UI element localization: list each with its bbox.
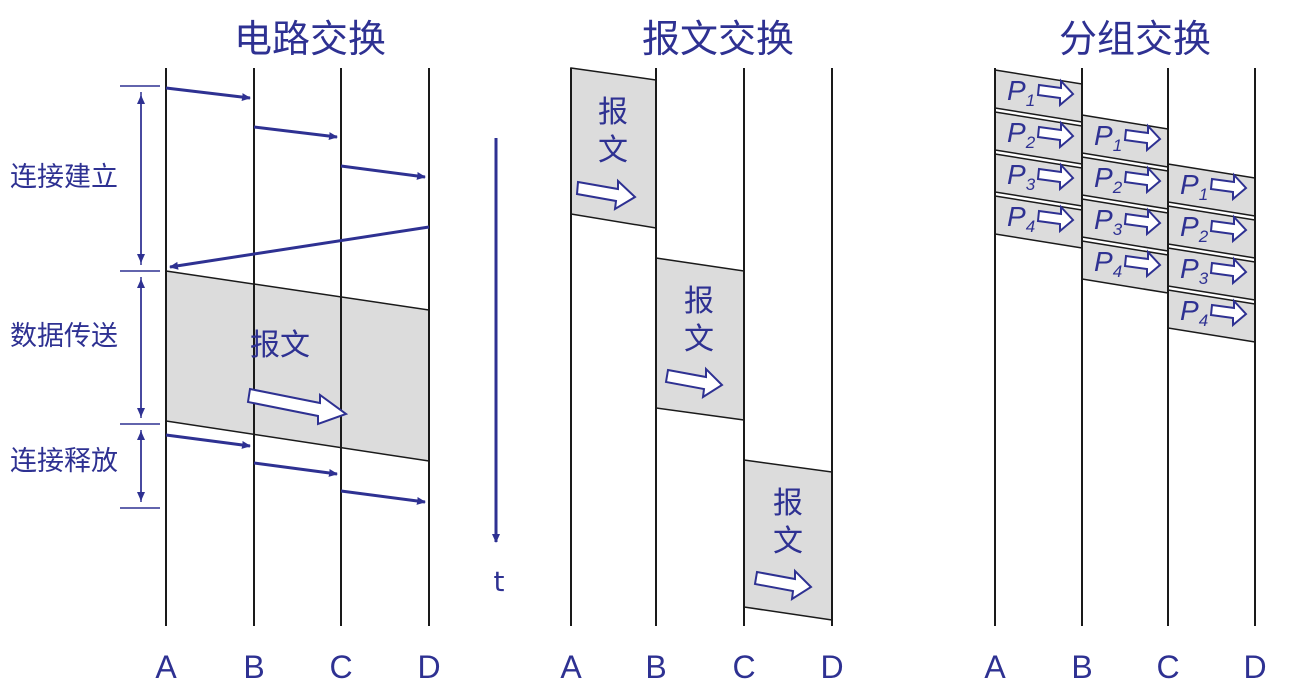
message-block-c-bottom: 文 [773,524,803,559]
packet-arrow-icon [1123,207,1162,237]
packet-arrow-icon [1036,204,1075,234]
packet-arrow-icon [1209,172,1248,202]
packet-block: P4 [1081,240,1169,294]
circuit-message-block [165,270,430,462]
message-title: 报文交换 [642,17,794,61]
packet-node-c: C [1156,649,1179,685]
message-panel: 报 文 报 文 报 文 A B C D [560,67,844,685]
packet-title: 分组交换 [1059,17,1211,61]
packet-block: P3 [1167,247,1256,301]
packet-arrow-icon [1123,123,1162,153]
packet-arrow-icon [1123,249,1162,279]
circuit-node-d: D [417,649,440,685]
packet-arrow-icon [1036,120,1075,150]
packet-block: P3 [994,153,1083,207]
time-axis-label: t [494,565,505,598]
message-arrow-b-icon [664,366,724,399]
packet-arrow-icon [1036,78,1075,108]
circuit-node-a: A [155,649,177,685]
packet-node-d: D [1243,649,1266,685]
message-block-b-top: 报 [684,284,714,319]
packet-arrow-icon [1209,214,1248,244]
message-arrow-a-icon [575,178,637,211]
packet-arrow-icon [1036,162,1075,192]
phase-release-label: 连接释放 [10,446,118,477]
message-node-a: A [560,649,582,685]
packet-label: P1 [1180,169,1208,204]
message-block-b-bottom: 文 [684,322,714,357]
packet-node-b: B [1071,649,1092,685]
packet-arrow-icon [1209,256,1248,286]
packet-block: P1 [1081,114,1169,168]
packet-arrow-icon [1123,165,1162,195]
message-node-c: C [732,649,755,685]
circuit-direction-arrow-icon [246,387,349,426]
message-block-c-top: 报 [773,486,803,521]
release-arrow-bc [253,461,338,477]
phase-transfer-label: 数据传送 [10,321,118,352]
circuit-panel: 报文 A B C D [155,68,441,685]
message-block-a-bottom: 文 [598,133,628,168]
setup-arrow-cd [340,164,426,180]
release-arrow-cd [340,489,426,505]
packet-block: P1 [1167,163,1256,217]
packet-block: P4 [994,195,1083,249]
setup-arrow-ab [165,86,251,102]
circuit-message-label: 报文 [250,328,310,363]
setup-arrow-bc [253,125,338,141]
packet-block: P3 [1081,198,1169,252]
packet-block: P2 [1081,156,1169,210]
phase-brackets [120,85,160,509]
message-arrow-c-icon [753,568,813,601]
setup-ack-arrow [169,225,430,270]
packet-node-a: A [984,649,1006,685]
packet-block: P4 [1167,289,1256,343]
message-node-d: D [820,649,843,685]
release-arrow-ab [165,433,251,449]
packet-block: P2 [1167,205,1256,259]
circuit-node-c: C [329,649,352,685]
message-block-a-top: 报 [598,95,628,130]
message-node-b: B [645,649,666,685]
circuit-title: 电路交换 [234,17,386,61]
phase-setup-label: 连接建立 [10,162,118,193]
circuit-node-b: B [243,649,264,685]
packet-arrow-icon [1209,298,1248,328]
